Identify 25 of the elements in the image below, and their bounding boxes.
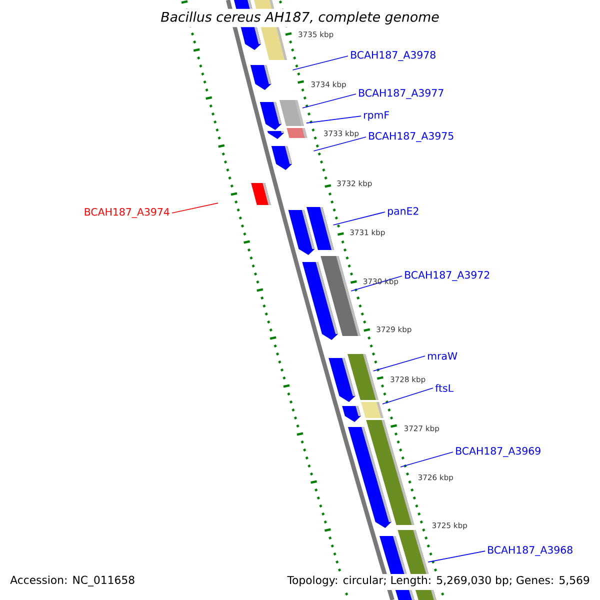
leader-line bbox=[332, 212, 386, 226]
title: Bacillus cereus AH187, complete genome bbox=[158, 8, 442, 28]
leader-line bbox=[382, 388, 434, 404]
leader-line bbox=[292, 56, 348, 70]
gene-label: BCAH187_A3975 bbox=[369, 132, 454, 142]
gene-label: BCAH187_A3977 bbox=[359, 89, 444, 99]
gene-label: rpmF bbox=[364, 111, 389, 121]
leader-line bbox=[400, 452, 454, 468]
gene-label: panE2 bbox=[388, 207, 418, 217]
accession-text: Accession: NC_011658 bbox=[10, 576, 134, 586]
leader-line bbox=[172, 202, 218, 214]
leader-line bbox=[350, 276, 402, 292]
gene-label: BCAH187_A3969 bbox=[456, 447, 540, 457]
gene-label: ftsL bbox=[435, 384, 454, 392]
leader-line bbox=[306, 116, 362, 124]
leader-line bbox=[302, 94, 356, 108]
summary-text: Topology: circular; Length: 5,269,030 bp; Genes: 5,569 bbox=[287, 576, 590, 586]
leader-line bbox=[313, 136, 366, 152]
leader-line bbox=[372, 356, 426, 372]
gene-label: BCAH187_A3978 bbox=[351, 51, 436, 61]
gene-label: BCAH187_A3972 bbox=[405, 271, 490, 281]
gene-label: BCAH187_A3974 bbox=[84, 208, 170, 218]
gene-label: BCAH187_A3968 bbox=[488, 546, 572, 556]
leader-line bbox=[428, 550, 486, 562]
gene-label: mraW bbox=[428, 352, 458, 360]
